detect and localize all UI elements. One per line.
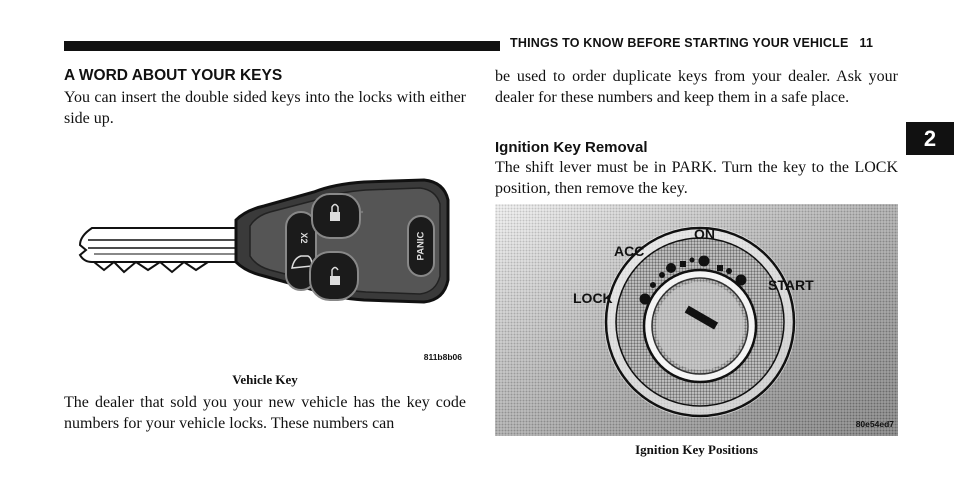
header-rule	[64, 41, 500, 51]
key-figure-code: 811b8b06	[424, 352, 463, 362]
lock-label: LOCK	[573, 290, 613, 306]
key-blade	[78, 227, 243, 263]
ignition-figure: ACC ON LOCK START 80e54ed7	[495, 204, 898, 436]
key-blade-cuts	[93, 260, 209, 274]
unlock-icon	[330, 276, 340, 285]
unlock-button	[309, 251, 359, 301]
ignition-illustration: ACC ON LOCK START 80e54ed7	[495, 204, 898, 436]
start-marker	[735, 274, 747, 286]
lock-marker	[639, 293, 651, 305]
running-head: THINGS TO KNOW BEFORE STARTING YOUR VEHI…	[510, 36, 873, 50]
panic-button: PANIC	[407, 215, 435, 277]
vehicle-key-illustration: X2 PANIC 811b8b06	[78, 178, 463, 362]
ignition-paragraph: The shift lever must be in PARK. Turn th…	[495, 159, 898, 197]
position-markers	[639, 255, 747, 305]
start-label: START	[768, 277, 814, 293]
on-marker	[698, 255, 710, 267]
acc-marker	[666, 263, 676, 273]
vehicle-key-caption: Vehicle Key	[232, 372, 298, 387]
ignition-figure-code: 80e54ed7	[856, 419, 895, 429]
section-heading-keys: A WORD ABOUT YOUR KEYS	[64, 67, 283, 84]
lock-icon	[330, 212, 340, 221]
lock-button	[311, 193, 361, 239]
dealer-paragraph-continued: be used to order duplicate keys from you…	[495, 68, 898, 106]
panic-label: PANIC	[416, 231, 427, 260]
keys-intro-paragraph: You can insert the double sided keys int…	[64, 89, 466, 127]
acc-label: ACC	[614, 243, 644, 259]
ignition-caption: Ignition Key Positions	[635, 442, 758, 457]
key-slot	[684, 305, 719, 330]
vehicle-key-figure: X2 PANIC 811b8b06	[64, 170, 466, 366]
page-number: 11	[859, 36, 874, 50]
chapter-tab: 2	[906, 122, 954, 155]
section-heading-ignition: Ignition Key Removal	[495, 139, 648, 156]
dealer-paragraph: The dealer that sold you your new vehicl…	[64, 394, 466, 432]
running-head-title: THINGS TO KNOW BEFORE STARTING YOUR VEHI…	[510, 36, 849, 50]
x2-label: X2	[299, 232, 309, 243]
on-label: ON	[694, 226, 715, 242]
